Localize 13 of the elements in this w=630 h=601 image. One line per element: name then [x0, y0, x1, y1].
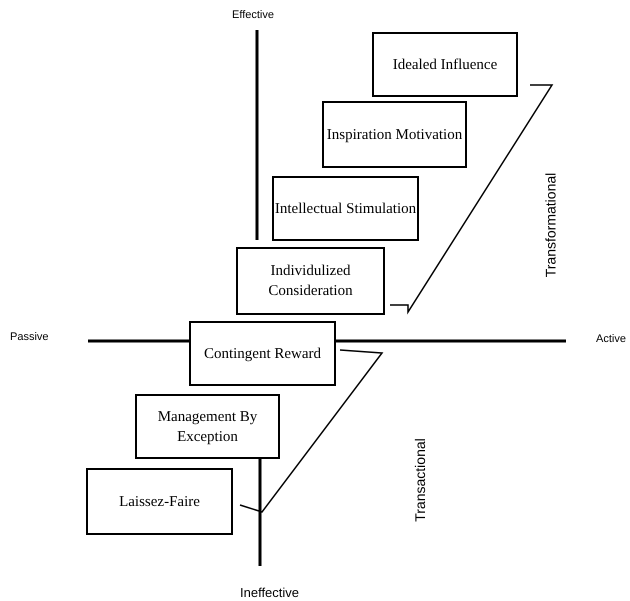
category-label: Transactional	[412, 438, 428, 522]
style-box: Management By Exception	[135, 394, 280, 459]
axis-label: Passive	[10, 331, 49, 343]
style-box: Laissez-Faire	[86, 468, 233, 535]
style-box: Individulized Consideration	[236, 247, 385, 315]
style-box: Idealed Influence	[372, 32, 518, 97]
category-label: Transformational	[542, 172, 558, 278]
style-box: Intellectual Stimulation	[272, 176, 419, 241]
style-box: Contingent Reward	[189, 321, 336, 386]
axis-label: Ineffective	[240, 585, 300, 600]
axis-label: Active	[596, 333, 626, 345]
axis-label: Effective	[232, 9, 274, 21]
style-box: Inspiration Motivation	[322, 101, 467, 168]
